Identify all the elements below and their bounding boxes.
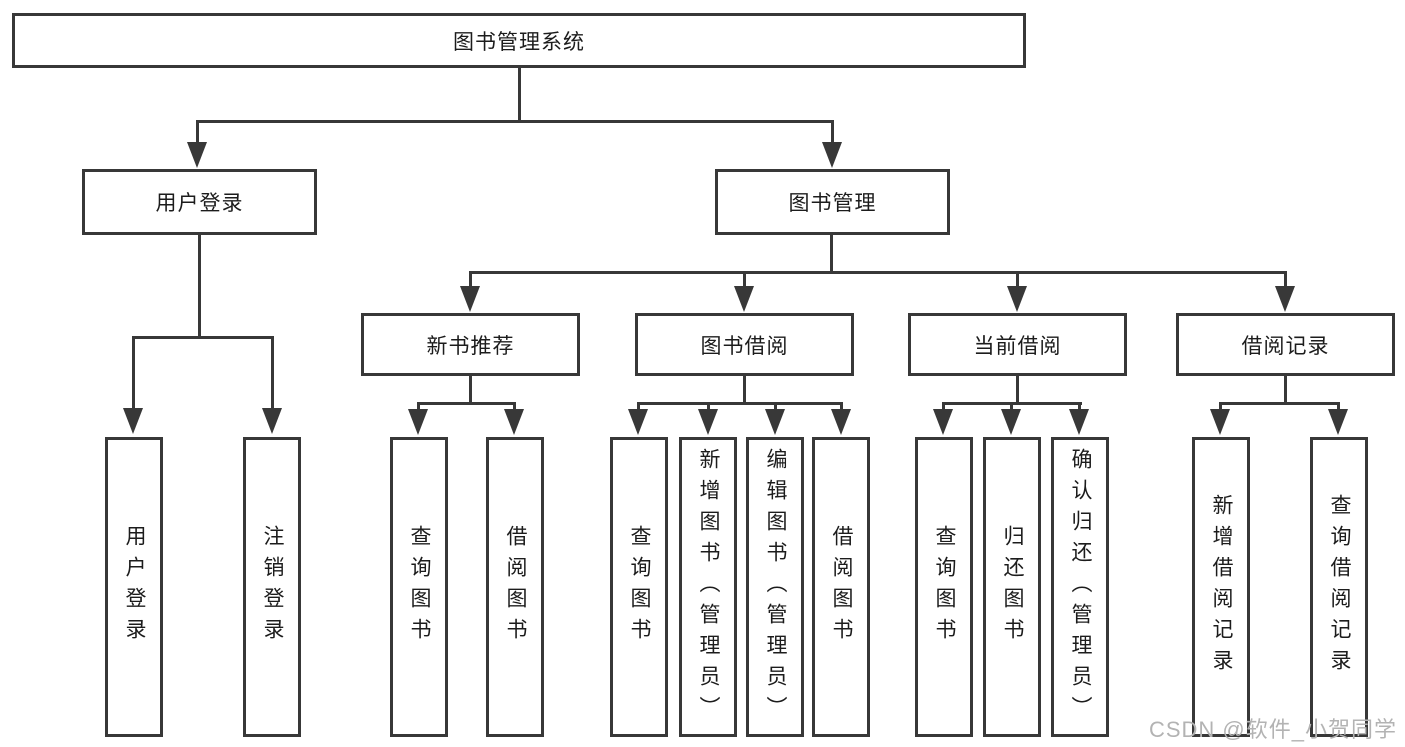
connector-leaf-drop bbox=[1219, 402, 1222, 412]
node-borrow-record: 借阅记录 bbox=[1176, 313, 1395, 376]
connector-root-bar bbox=[197, 120, 834, 123]
arrowhead-leaf bbox=[1069, 409, 1089, 435]
node-current-borrow-label: 当前借阅 bbox=[973, 334, 1062, 358]
leaf-record-query-label: 查询借阅记录 bbox=[1328, 494, 1351, 680]
connector-leaf-drop bbox=[417, 402, 420, 412]
leaf-newbook-query-label: 查询图书 bbox=[408, 525, 431, 649]
connector-level3-drop bbox=[469, 271, 472, 289]
connector-bookmgmt-drop bbox=[831, 120, 834, 146]
arrowhead-level3 bbox=[734, 286, 754, 312]
connector-level3-drop bbox=[743, 271, 746, 289]
arrowhead-level3 bbox=[1007, 286, 1027, 312]
leaf-user-login: 用户登录 bbox=[105, 437, 163, 737]
connector-leaf-drop bbox=[840, 402, 843, 412]
connector-groupB-stem bbox=[743, 376, 746, 405]
connector-leaf-drop bbox=[1078, 402, 1081, 412]
arrowhead-leaf bbox=[831, 409, 851, 435]
connector-userlogin-drop bbox=[196, 120, 199, 146]
arrowhead-leaf bbox=[933, 409, 953, 435]
connector-leaf-drop bbox=[1010, 402, 1013, 412]
arrowhead-userlogin bbox=[187, 142, 207, 168]
leaf-return-book: 归还图书 bbox=[983, 437, 1041, 737]
leaf-current-query: 查询图书 bbox=[915, 437, 973, 737]
connector-groupB-bar bbox=[638, 402, 843, 405]
arrowhead-leaf bbox=[123, 408, 143, 434]
connector-level3-bar bbox=[469, 271, 1287, 274]
leaf-newbook-borrow: 借阅图书 bbox=[486, 437, 544, 737]
node-root-label: 图书管理系统 bbox=[453, 30, 585, 54]
node-new-book-recommend-label: 新书推荐 bbox=[426, 334, 515, 358]
arrowhead-leaf bbox=[408, 409, 428, 435]
connector-leaf-drop bbox=[637, 402, 640, 412]
arrowhead-leaf bbox=[628, 409, 648, 435]
node-borrow-record-label: 借阅记录 bbox=[1241, 334, 1330, 358]
leaf-record-add: 新增借阅记录 bbox=[1192, 437, 1250, 737]
leaf-borrow-add-admin: 新增图书（管理员） bbox=[679, 437, 737, 737]
node-book-borrow: 图书借阅 bbox=[635, 313, 854, 376]
node-user-login: 用户登录 bbox=[82, 169, 317, 235]
leaf-borrow-query-label: 查询图书 bbox=[628, 525, 651, 649]
node-new-book-recommend: 新书推荐 bbox=[361, 313, 580, 376]
arrowhead-leaf bbox=[698, 409, 718, 435]
connector-userlogin-stem bbox=[198, 235, 201, 339]
node-current-borrow: 当前借阅 bbox=[908, 313, 1127, 376]
leaf-borrow-edit-admin-label: 编辑图书（管理员） bbox=[764, 447, 787, 727]
leaf-newbook-query: 查询图书 bbox=[390, 437, 448, 737]
arrowhead-leaf bbox=[504, 409, 524, 435]
connector-leaf-drop bbox=[132, 336, 135, 410]
arrowhead-bookmgmt bbox=[822, 142, 842, 168]
leaf-confirm-return-admin-label: 确认归还（管理员） bbox=[1069, 447, 1092, 727]
leaf-return-book-label: 归还图书 bbox=[1001, 525, 1024, 649]
arrowhead-leaf bbox=[262, 408, 282, 434]
arrowhead-leaf bbox=[1328, 409, 1348, 435]
connector-groupD-bar bbox=[1220, 402, 1340, 405]
leaf-borrow-edit-admin: 编辑图书（管理员） bbox=[746, 437, 804, 737]
leaf-current-query-label: 查询图书 bbox=[933, 525, 956, 649]
leaf-borrow-book-label: 借阅图书 bbox=[830, 525, 853, 649]
leaf-newbook-borrow-label: 借阅图书 bbox=[504, 525, 527, 649]
connector-groupA-stem bbox=[469, 376, 472, 405]
connector-level3-drop bbox=[1284, 271, 1287, 289]
connector-leaf-drop bbox=[707, 402, 710, 412]
connector-groupC-stem bbox=[1016, 376, 1019, 405]
connector-userlogin-bar bbox=[133, 336, 274, 339]
leaf-borrow-book: 借阅图书 bbox=[812, 437, 870, 737]
leaf-confirm-return-admin: 确认归还（管理员） bbox=[1051, 437, 1109, 737]
leaf-logout: 注销登录 bbox=[243, 437, 301, 737]
connector-bookmgmt-stem bbox=[830, 235, 833, 274]
connector-leaf-drop bbox=[1337, 402, 1340, 412]
node-book-management: 图书管理 bbox=[715, 169, 950, 235]
connector-leaf-drop bbox=[513, 402, 516, 412]
arrowhead-leaf bbox=[1210, 409, 1230, 435]
leaf-record-add-label: 新增借阅记录 bbox=[1210, 494, 1233, 680]
csdn-watermark: CSDN @软件_小贺同学 bbox=[1148, 717, 1397, 742]
arrowhead-level3 bbox=[460, 286, 480, 312]
node-root: 图书管理系统 bbox=[12, 13, 1026, 68]
node-book-management-label: 图书管理 bbox=[788, 192, 877, 215]
connector-level3-drop bbox=[1016, 271, 1019, 289]
leaf-logout-label: 注销登录 bbox=[261, 525, 284, 649]
arrowhead-leaf bbox=[765, 409, 785, 435]
arrowhead-leaf bbox=[1001, 409, 1021, 435]
node-book-borrow-label: 图书借阅 bbox=[700, 334, 789, 358]
leaf-borrow-query: 查询图书 bbox=[610, 437, 668, 737]
connector-leaf-drop bbox=[774, 402, 777, 412]
connector-groupA-bar bbox=[418, 402, 516, 405]
connector-root-stem bbox=[518, 68, 521, 122]
connector-leaf-drop bbox=[942, 402, 945, 412]
connector-leaf-drop bbox=[271, 336, 274, 410]
connector-groupD-stem bbox=[1284, 376, 1287, 405]
arrowhead-level3 bbox=[1275, 286, 1295, 312]
leaf-borrow-add-admin-label: 新增图书（管理员） bbox=[697, 447, 720, 727]
leaf-user-login-label: 用户登录 bbox=[123, 525, 146, 649]
leaf-record-query: 查询借阅记录 bbox=[1310, 437, 1368, 737]
node-user-login-label: 用户登录 bbox=[155, 192, 244, 215]
